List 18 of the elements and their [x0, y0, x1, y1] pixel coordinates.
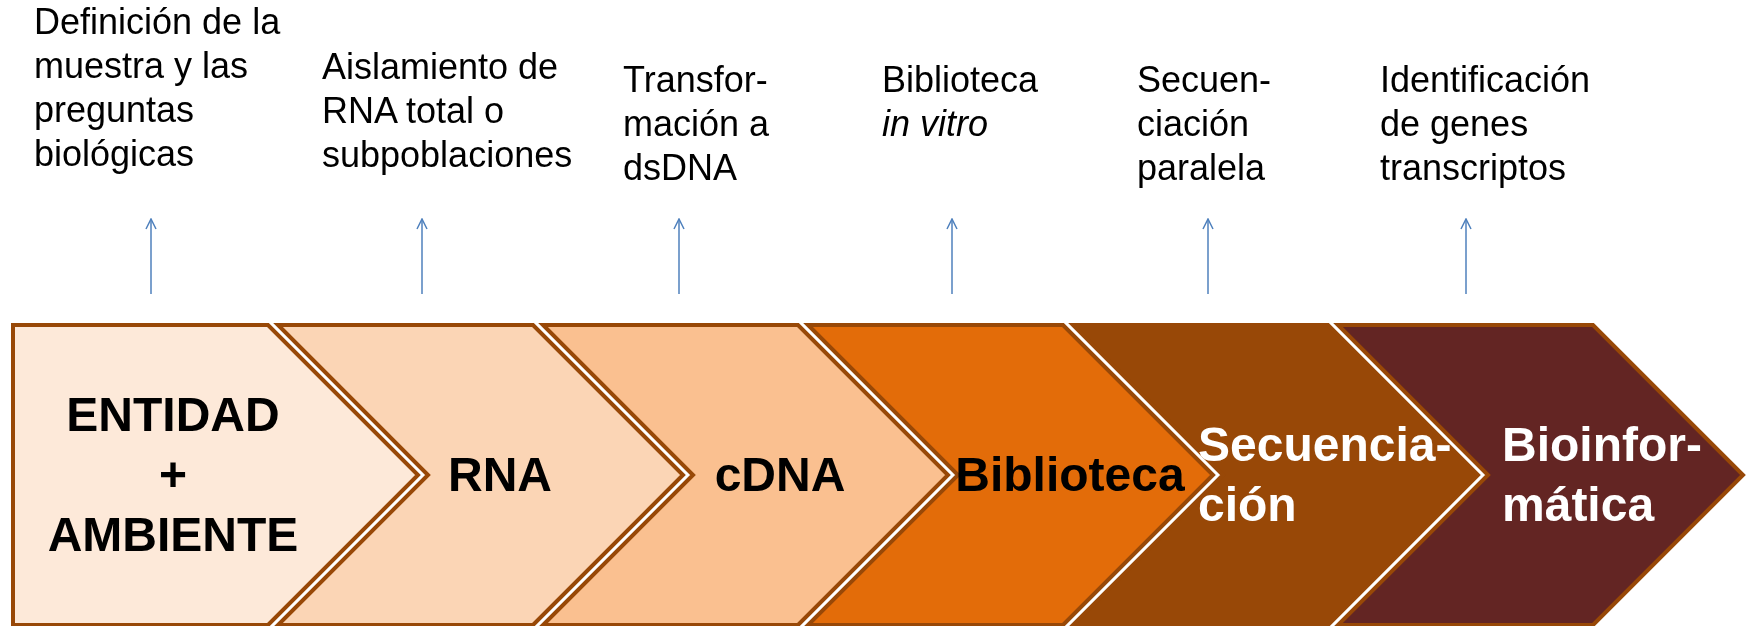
arrow — [416, 218, 428, 295]
step-title: cDNA — [714, 447, 846, 503]
step-description: Aislamiento de RNA total o subpoblaciones — [322, 45, 592, 177]
step-description: Definición de la muestra y las preguntas biológicas — [34, 0, 306, 176]
step-title: ENTIDAD + AMBIENTE — [47, 387, 299, 563]
step-title: RNA — [448, 447, 552, 503]
step-title: Biblioteca — [955, 447, 1185, 503]
arrow — [1460, 218, 1472, 295]
step-description: Secuen- ciación paralela — [1137, 58, 1287, 190]
step-description: Biblioteca in vitro — [882, 58, 1060, 146]
arrow — [673, 218, 685, 295]
step-description: Identificación de genes transcriptos — [1380, 58, 1615, 190]
arrow — [946, 218, 958, 295]
step-description: Transfor- mación a dsDNA — [623, 58, 793, 190]
step-title: Bioinfor- mática — [1502, 417, 1702, 533]
arrow — [145, 218, 157, 295]
arrow — [1202, 218, 1214, 295]
step-title: Secuencia- ción — [1198, 417, 1452, 533]
